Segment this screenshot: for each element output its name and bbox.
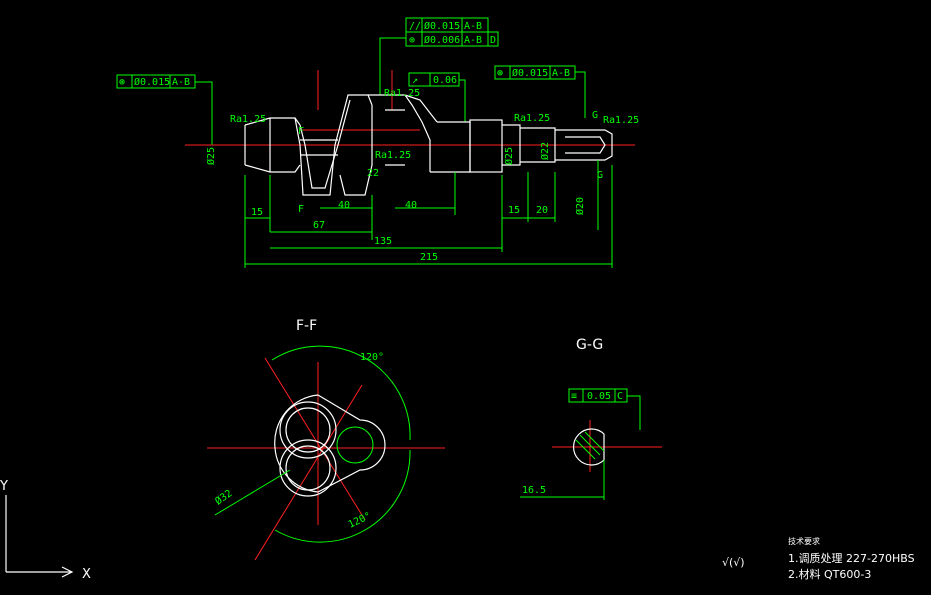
svg-text:Ø20: Ø20 xyxy=(574,197,586,215)
svg-text:G: G xyxy=(597,170,603,181)
tol-symbol: // xyxy=(409,21,421,32)
svg-text:215: 215 xyxy=(420,252,438,263)
svg-text:40: 40 xyxy=(405,200,417,211)
tol-frame-top: // Ø0.015 A-B ⊕ Ø0.006 A-B D xyxy=(379,17,499,95)
ucs-icon: X Y xyxy=(0,479,91,582)
technical-notes: 技术要求 1.调质处理 227-270HBS 2.材料 QT600-3 √(√) xyxy=(722,536,915,581)
tol-value: Ø0.015 xyxy=(134,76,170,88)
svg-text:22: 22 xyxy=(367,168,379,179)
svg-text:Ra1.25: Ra1.25 xyxy=(384,88,420,99)
svg-text:Ø32: Ø32 xyxy=(213,487,235,507)
svg-text:20: 20 xyxy=(536,205,548,216)
svg-text:16.5: 16.5 xyxy=(522,485,546,496)
svg-text:F: F xyxy=(298,204,304,215)
tol-symbol: ⊕ xyxy=(409,35,415,46)
note-line-1: 1.调质处理 227-270HBS xyxy=(788,552,915,565)
tol-ref: A-B xyxy=(464,21,482,32)
notes-header: 技术要求 xyxy=(788,536,820,546)
tol-symbol: ⊛ xyxy=(497,68,503,79)
tol-ref: A-B xyxy=(172,77,190,88)
tol-frame-mid: ↗ 0.06 xyxy=(408,72,466,122)
dimension-lines: 15 15 20 22 135 215 40 40 67 Ø25 Ø25 Ø22… xyxy=(205,142,613,268)
svg-text:X: X xyxy=(82,567,91,582)
svg-text:40: 40 xyxy=(338,200,350,211)
svg-text:67: 67 xyxy=(313,220,325,231)
tol-value: Ø0.015 xyxy=(512,67,548,79)
svg-text:C: C xyxy=(617,391,623,402)
svg-text:120°: 120° xyxy=(360,352,384,363)
svg-text:15: 15 xyxy=(508,205,520,216)
tol-ref: A-B xyxy=(552,68,570,79)
svg-text:135: 135 xyxy=(374,236,392,247)
crankshaft-profile xyxy=(244,94,613,196)
tol-frame-left: ⊛ Ø0.015 A-B xyxy=(116,74,213,145)
svg-text:Ra1.25: Ra1.25 xyxy=(514,113,550,124)
tol-ref: A-B xyxy=(464,35,482,46)
section-title-gg: G-G xyxy=(576,337,603,353)
section-ff-view: 120° 120° Ø32 xyxy=(207,345,445,561)
tol-ref: D xyxy=(490,35,496,46)
tol-value: Ø0.015 xyxy=(424,20,460,32)
svg-text:15: 15 xyxy=(251,207,263,218)
section-markers: F F G G Ra1.25 Ra1.25 Ra1.25 Ra1.25 Ra1.… xyxy=(230,88,639,215)
svg-text:0.05: 0.05 xyxy=(587,391,611,402)
svg-text:Ø25: Ø25 xyxy=(205,147,217,165)
svg-text:Ra1.25: Ra1.25 xyxy=(603,115,639,126)
svg-text:Y: Y xyxy=(0,479,8,494)
svg-text:Ra1.25: Ra1.25 xyxy=(230,114,266,125)
tol-frame-right: ⊛ Ø0.015 A-B xyxy=(494,65,586,118)
svg-text:Ø22: Ø22 xyxy=(539,142,551,160)
svg-text:F: F xyxy=(298,126,304,137)
tol-value: 0.06 xyxy=(433,75,457,86)
tol-symbol: ↗ xyxy=(412,75,418,86)
roughness-other: √(√) xyxy=(722,556,745,569)
section-title-ff: F-F xyxy=(296,318,317,334)
svg-text:Ra1.25: Ra1.25 xyxy=(375,150,411,161)
svg-text:G: G xyxy=(592,110,598,121)
tol-value: Ø0.006 xyxy=(424,34,460,46)
svg-text:≡: ≡ xyxy=(571,391,577,402)
svg-text:Ø25: Ø25 xyxy=(503,147,515,165)
section-gg-view: ≡ 0.05 C 16.5 xyxy=(520,388,662,500)
tol-symbol: ⊛ xyxy=(119,77,125,88)
note-line-2: 2.材料 QT600-3 xyxy=(788,567,871,581)
